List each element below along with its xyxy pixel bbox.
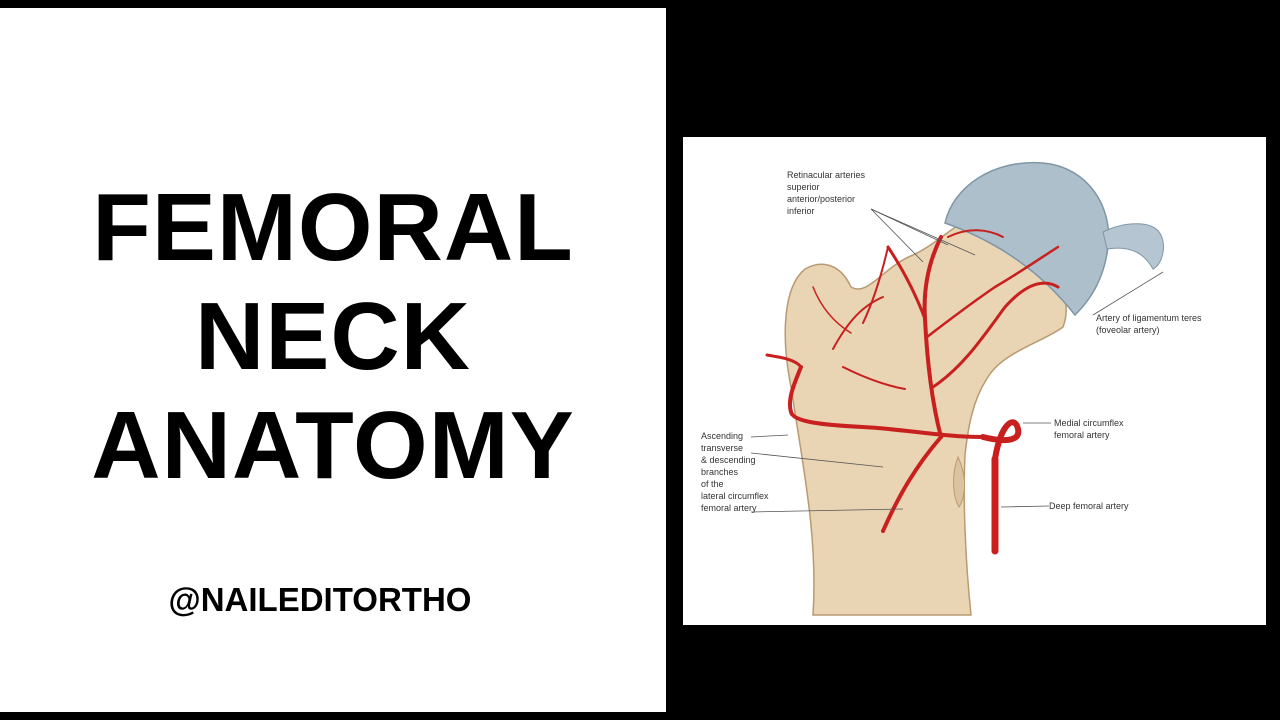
anatomy-diagram: Retinacular arteries superior anterior/p… bbox=[683, 137, 1266, 625]
label-medial-line: femoral artery bbox=[1054, 430, 1110, 440]
label-retinacular-line: superior bbox=[787, 182, 820, 192]
label-lateral-line: femoral artery bbox=[701, 503, 757, 513]
title-line-neck: NECK bbox=[194, 283, 471, 390]
label-retinacular: Retinacular arteries superior anterior/p… bbox=[787, 170, 868, 216]
label-lateral-line: of the bbox=[701, 479, 724, 489]
label-lateral-line: transverse bbox=[701, 443, 743, 453]
label-retinacular-line: anterior/posterior bbox=[787, 194, 855, 204]
label-retinacular-line: inferior bbox=[787, 206, 815, 216]
lesser-trochanter bbox=[953, 455, 965, 508]
ligamentum-teres bbox=[1102, 223, 1164, 270]
title-line-femoral: FEMORAL bbox=[92, 174, 574, 281]
label-lateral-circumflex: Ascending transverse & descending branch… bbox=[701, 431, 771, 513]
title-panel: FEMORAL NECK ANATOMY @NAILEDITORTHO bbox=[0, 8, 666, 712]
label-retinacular-line: Retinacular arteries bbox=[787, 170, 866, 180]
label-lateral-line: lateral circumflex bbox=[701, 491, 769, 501]
channel-handle: @NAILEDITORTHO bbox=[168, 581, 472, 618]
label-medial-line: Medial circumflex bbox=[1054, 418, 1124, 428]
label-lateral-line: Ascending bbox=[701, 431, 743, 441]
title-line-anatomy: ANATOMY bbox=[91, 392, 575, 499]
label-medial-circumflex: Medial circumflex femoral artery bbox=[1054, 418, 1126, 440]
label-ligamentum-line: Artery of ligamentum teres bbox=[1096, 313, 1202, 323]
femur-illustration: Retinacular arteries superior anterior/p… bbox=[701, 161, 1204, 616]
leader-lines bbox=[750, 208, 1164, 513]
label-lateral-line: branches bbox=[701, 467, 739, 477]
medial-circumflex-loop bbox=[980, 419, 1022, 462]
label-ligamentum-line: (foveolar artery) bbox=[1096, 325, 1160, 335]
arteries bbox=[765, 229, 1060, 555]
label-ligamentum-teres: Artery of ligamentum teres (foveolar art… bbox=[1096, 313, 1204, 335]
label-lateral-line: & descending bbox=[701, 455, 756, 465]
label-deep-femoral: Deep femoral artery bbox=[1049, 501, 1129, 511]
